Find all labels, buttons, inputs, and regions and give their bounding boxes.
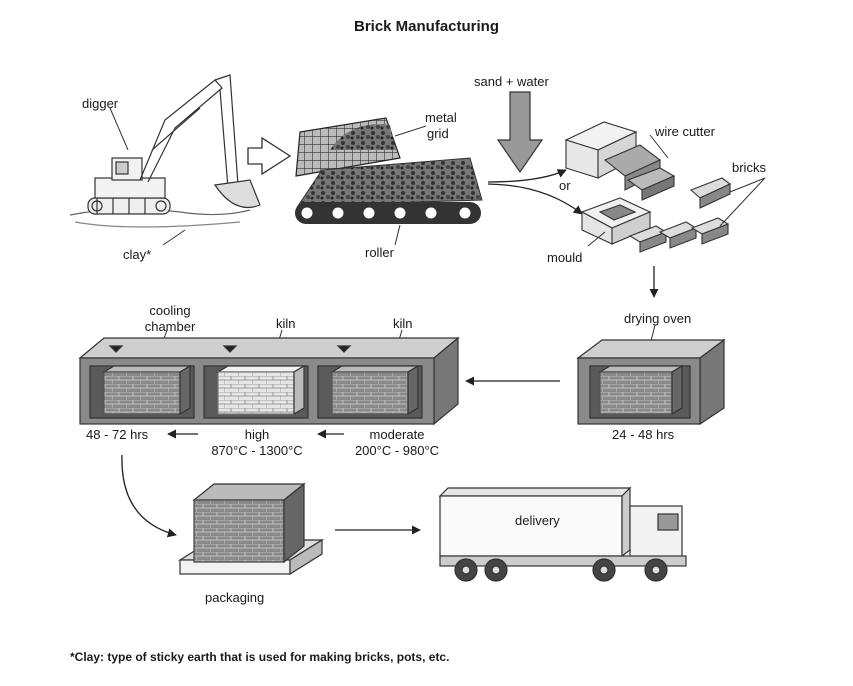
label-high: high xyxy=(244,427,270,442)
sand-water-arrow xyxy=(496,91,544,174)
to-packaging-arrow xyxy=(121,454,177,538)
label-drying-time: 24 - 48 hrs xyxy=(612,427,675,442)
packaging-illustration xyxy=(177,482,325,576)
label-high-temp: 870°C - 1300°C xyxy=(211,443,303,458)
label-cooling-chamber-line2: chamber xyxy=(144,319,196,334)
kiln-illustration xyxy=(78,336,460,426)
label-packaging: packaging xyxy=(205,590,265,605)
label-moderate-temp: 200°C - 980°C xyxy=(354,443,440,458)
process-arrow-1 xyxy=(247,136,292,176)
split-arrow-up xyxy=(487,169,567,183)
drying-oven-illustration xyxy=(576,338,726,426)
footnote: *Clay: type of sticky earth that is used… xyxy=(70,650,450,664)
delivery-truck-illustration xyxy=(438,486,687,582)
label-digger: digger xyxy=(82,96,119,111)
label-roller: roller xyxy=(365,245,394,260)
split-arrow-down xyxy=(487,183,583,215)
label-clay: clay* xyxy=(123,247,152,262)
label-cooling-time: 48 - 72 hrs xyxy=(86,427,149,442)
label-cooling-chamber-line1: cooling xyxy=(149,303,191,318)
label-moderate: moderate xyxy=(369,427,425,442)
label-bricks: bricks xyxy=(732,160,766,175)
diagram-title: Brick Manufacturing xyxy=(353,18,500,35)
label-drying-oven: drying oven xyxy=(624,311,692,326)
roller-illustration xyxy=(295,157,483,224)
label-or: or xyxy=(559,178,571,193)
label-mould: mould xyxy=(547,250,583,265)
digger-illustration xyxy=(69,74,261,228)
mould-illustration xyxy=(580,197,730,253)
label-kiln-high: kiln xyxy=(276,316,296,331)
label-wire-cutter: wire cutter xyxy=(655,124,715,139)
metal-grid-illustration xyxy=(295,117,401,177)
label-sand-water: sand + water xyxy=(474,74,549,89)
label-delivery: delivery xyxy=(515,513,560,528)
label-metal-grid-line2: grid xyxy=(427,126,449,141)
label-kiln-moderate: kiln xyxy=(393,316,413,331)
label-metal-grid-line1: metal xyxy=(425,110,457,125)
wire-cutter-illustration xyxy=(564,121,732,209)
